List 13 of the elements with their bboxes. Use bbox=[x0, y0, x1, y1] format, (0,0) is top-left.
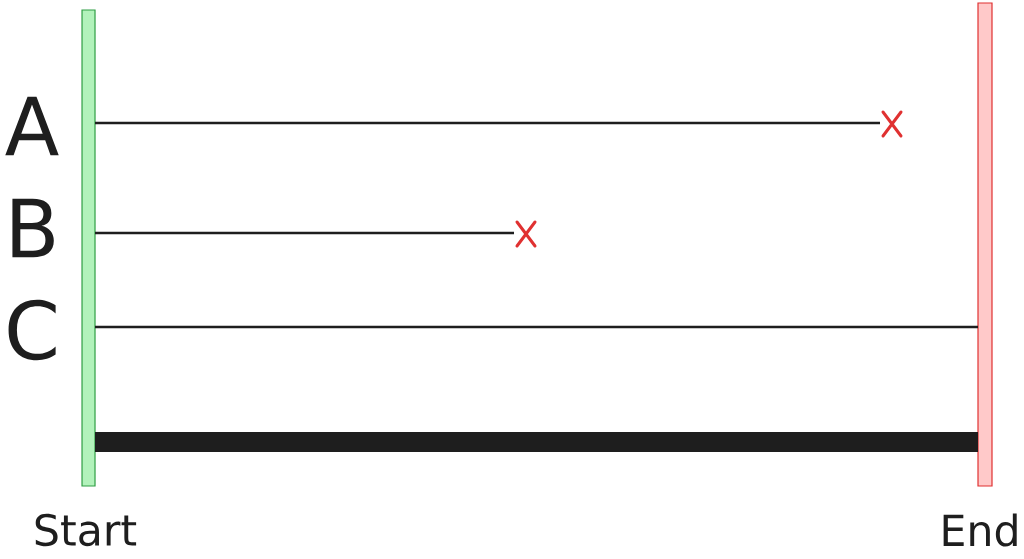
cross-mark bbox=[515, 220, 537, 248]
line bbox=[95, 325, 978, 329]
thick-line bbox=[95, 432, 978, 452]
row-label: A bbox=[5, 96, 59, 156]
line bbox=[95, 231, 514, 235]
row-label: C bbox=[8, 299, 56, 361]
row-label: B bbox=[12, 198, 54, 258]
vertical-bar bbox=[977, 2, 993, 487]
line bbox=[95, 121, 880, 125]
bar-label: End bbox=[943, 513, 1017, 547]
vertical-bar bbox=[81, 9, 96, 487]
bar-label: Start bbox=[35, 513, 137, 547]
cross-mark bbox=[881, 110, 903, 138]
